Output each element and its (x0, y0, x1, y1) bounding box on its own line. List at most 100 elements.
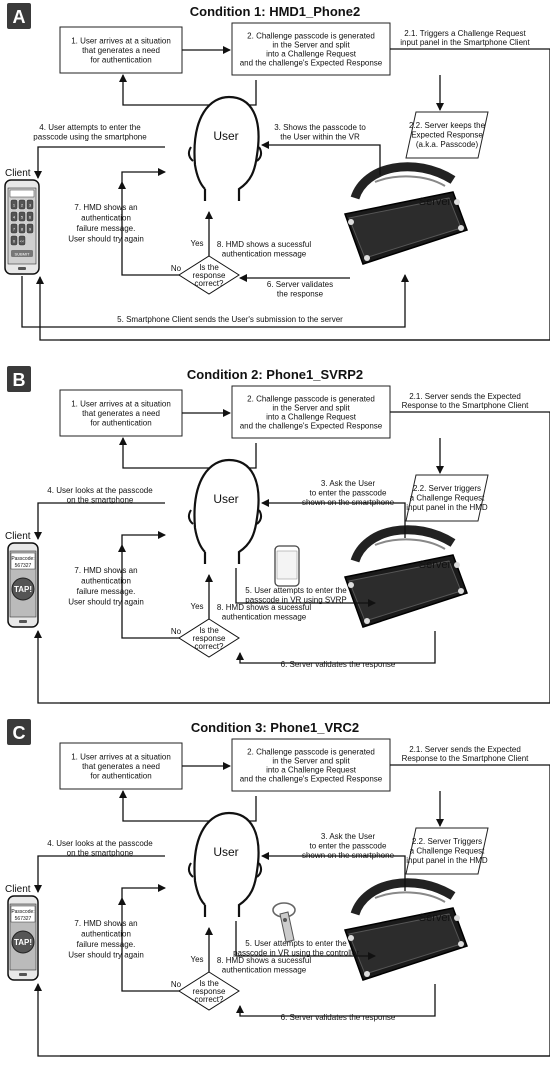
vr-headset-icon (344, 878, 468, 981)
arrow-user-to-1 (119, 437, 257, 469)
step4-text-line: on the smartphone (67, 849, 134, 858)
home-button (19, 620, 27, 623)
vr-headset-icon (344, 525, 468, 628)
step6-text-line: 6. Server validates the response (281, 660, 396, 669)
panel-badge (7, 3, 31, 29)
sensor-dot (458, 941, 464, 947)
key-label: << (20, 239, 25, 244)
step2-box-text-line: and the challenge's Expected Response (240, 59, 383, 68)
step2-box-rect (231, 22, 391, 76)
key-button (18, 235, 26, 246)
arrow-5-to-server (235, 568, 376, 607)
headset-strap (350, 525, 456, 563)
submit-button (11, 250, 33, 257)
decision-text-line: correct? (195, 279, 224, 288)
step22-text-line: 2.2. Server triggers (413, 484, 481, 493)
key-button (18, 199, 26, 210)
decision-text-line: response (193, 987, 226, 996)
arrow-5-to-server (235, 921, 376, 960)
step7-text-line: User should try again (68, 951, 144, 960)
sensor-dot (364, 255, 370, 261)
controller-button (283, 918, 287, 922)
step1-box-text-line: 1. User arrives at a situation (71, 753, 171, 762)
sensor-dot (454, 562, 460, 568)
step7-text-line: 7. HMD shows an (74, 919, 137, 928)
headset-strap (350, 162, 456, 200)
step4-text-line: 4. User looks at the passcode (47, 839, 153, 848)
step2-box-text-line: 2. Challenge passcode is generated (247, 32, 375, 41)
key-button (10, 199, 18, 210)
step21-text-line: Response to the Smartphone Client (402, 754, 530, 763)
sensor-dot (364, 971, 370, 977)
step2-box-text-line: into a Challenge Request (266, 413, 357, 422)
user-label: User (213, 492, 238, 506)
key-label: 0 (13, 239, 16, 244)
ear-lines (187, 146, 263, 162)
step1-box-text-line: for authentication (90, 419, 151, 428)
decision-text-line: response (193, 271, 226, 280)
client-label: Client (5, 531, 31, 542)
arrow-3-to-user (261, 852, 406, 891)
step5-text-line: 5. User attempts to enter the (245, 586, 347, 595)
step7-text-line: authentication (81, 577, 131, 586)
key-button (18, 223, 26, 234)
step4-text-line: on the smartphone (67, 496, 134, 505)
arrow-user-to-1 (119, 74, 257, 106)
step3-text-line: to enter the passcode (310, 842, 387, 851)
phone-screen (276, 550, 298, 580)
step22-shape (405, 474, 489, 522)
arrow-7-to-user (121, 168, 166, 182)
strap-stitch (374, 538, 446, 550)
step3-text-line: 3. Ask the User (321, 479, 376, 488)
step8-text-line: 8. HMD shows a sucessful (217, 603, 311, 612)
step22-text-line: input panel in the HMD (406, 503, 488, 512)
step6-text-line: 6. Server validates the response (281, 1013, 396, 1022)
key-button (10, 223, 18, 234)
step2-box-text-line: and the challenge's Expected Response (240, 775, 383, 784)
step8-text-line: authentication message (222, 966, 307, 975)
step7-text-line: failure message. (77, 224, 136, 233)
step21-text-line: 2.1. Server sends the Expected (409, 745, 521, 754)
yes-label: Yes (190, 239, 203, 248)
no-label: No (171, 264, 182, 273)
key-button (26, 199, 34, 210)
step1-box-rect (59, 389, 183, 437)
step1-box-text-line: 1. User arrives at a situation (71, 37, 171, 46)
server-label: Server (419, 912, 452, 924)
key-button (10, 211, 18, 222)
key-button (26, 211, 34, 222)
head-outline (193, 95, 260, 201)
vr-controller-icon (272, 902, 296, 943)
arrow-no-to-7 (118, 897, 180, 992)
sensor-dot (454, 915, 460, 921)
arrow-2.1-into-client (34, 983, 550, 1057)
passcode-panel (10, 552, 36, 570)
passcode-label: Passcode: (11, 909, 34, 915)
passcode-value: 567327 (15, 563, 32, 569)
step21-text-line: 2.1. Server sends the Expected (409, 392, 521, 401)
arrow-2.1-into-client (34, 630, 550, 704)
